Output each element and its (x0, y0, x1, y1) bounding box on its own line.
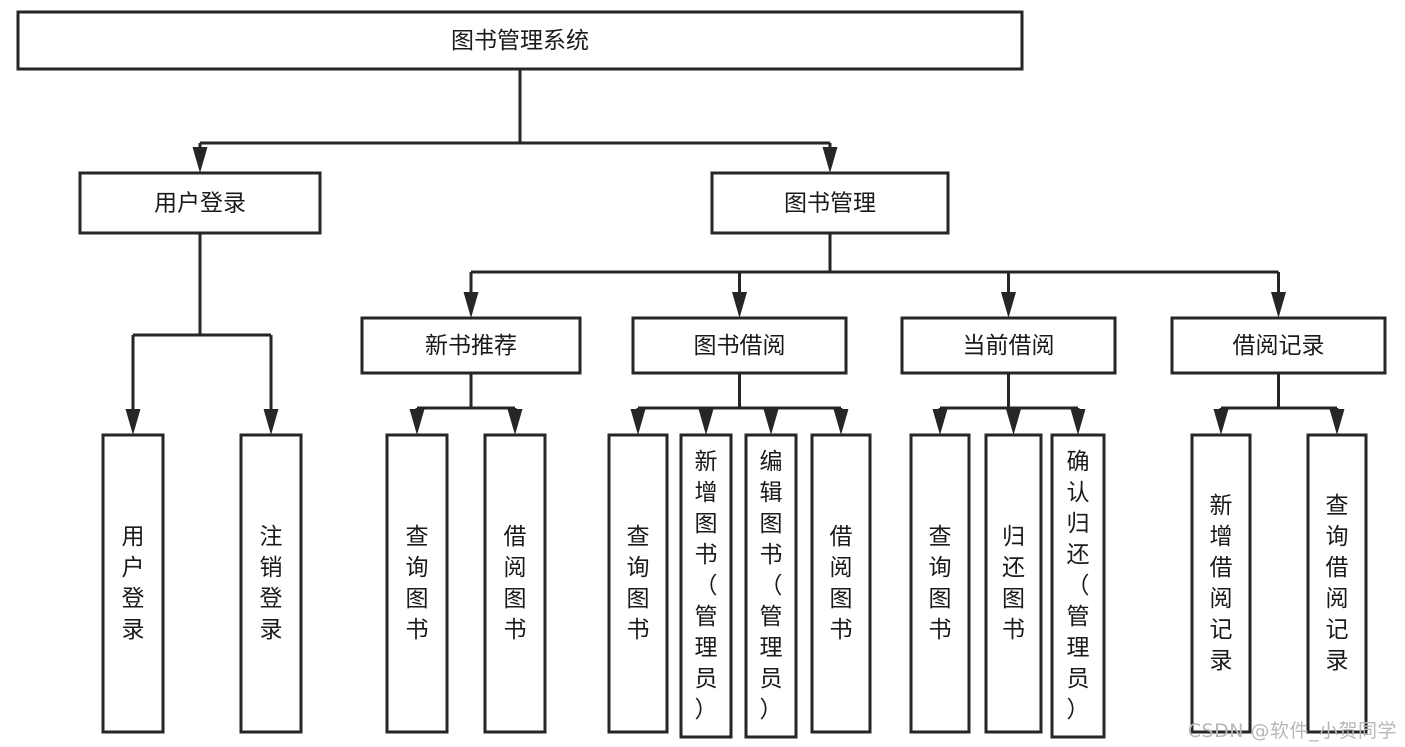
leaf-node-查询借阅记录-12-box[interactable] (1306, 433, 1368, 734)
root-node-图书管理系统-label: 图书管理系统 (451, 28, 589, 54)
level3-node-图书借阅-label: 图书借阅 (694, 333, 786, 359)
leaf-group-新书推荐-branch-0-arrowhead (409, 409, 425, 435)
leaf-node-确认归还管理员-10-label: 确认归还（管理员） (1067, 449, 1090, 723)
leaf-node-查询图书-4-box[interactable] (607, 433, 669, 734)
book-management-children-branch-1-arrowhead (732, 292, 747, 318)
leaf-group-图书借阅-branch-3-arrowhead (833, 409, 849, 435)
leaf-group-新书推荐-branch-1-arrowhead (507, 409, 523, 435)
leaf-node-借阅图书-7[interactable]: 借阅图书 (810, 433, 872, 734)
leaf-group-图书借阅-branch-0-arrowhead (630, 409, 646, 435)
leaf-node-借阅图书-3-box[interactable] (483, 433, 547, 734)
leaf-node-用户登录-0-label: 用户登录 (122, 524, 145, 643)
book-management-children-branch-3-arrowhead (1271, 292, 1286, 318)
leaf-node-新增图书管理员-5-label: 新增图书（管理员） (695, 449, 718, 723)
leaf-node-查询图书-2-label: 查询图书 (406, 524, 429, 643)
level3-node-新书推荐-box[interactable] (360, 316, 582, 375)
leaf-node-归还图书-9-label: 归还图书 (1002, 524, 1025, 643)
leaf-node-查询图书-4-label: 查询图书 (627, 524, 650, 643)
leaf-node-注销登录-1-box[interactable] (239, 433, 303, 734)
leaf-node-查询图书-8-box[interactable] (909, 433, 971, 734)
leaf-group-当前借阅-branch-0-arrowhead (932, 409, 948, 435)
leaf-node-编辑图书管理员-6-box[interactable] (744, 433, 798, 739)
leaf-node-查询图书-8[interactable]: 查询图书 (909, 433, 971, 734)
leaf-node-查询图书-2[interactable]: 查询图书 (385, 433, 449, 734)
leaf-node-注销登录-1-label: 注销登录 (260, 524, 283, 643)
level3-node-当前借阅-label: 当前借阅 (963, 333, 1055, 359)
level2-node-用户登录[interactable]: 用户登录 (78, 171, 322, 235)
leaf-node-新增借阅记录-11-box[interactable] (1190, 433, 1252, 734)
leaf-node-归还图书-9-box[interactable] (984, 433, 1043, 734)
leaf-node-查询图书-4[interactable]: 查询图书 (607, 433, 669, 734)
leaf-group-当前借阅-branch-2-arrowhead (1070, 409, 1086, 435)
root-node-图书管理系统-box[interactable] (16, 10, 1024, 71)
leaf-node-归还图书-9[interactable]: 归还图书 (984, 433, 1043, 734)
level2-node-图书管理[interactable]: 图书管理 (710, 171, 950, 235)
leaf-group-当前借阅-branch-1-arrowhead (1006, 409, 1021, 435)
leaf-node-查询借阅记录-12-label: 查询借阅记录 (1326, 493, 1349, 674)
leaf-group-借阅记录-branch-0-arrowhead (1213, 409, 1229, 435)
level3-node-借阅记录[interactable]: 借阅记录 (1170, 316, 1387, 375)
level2-node-用户登录-box[interactable] (78, 171, 322, 235)
leaf-node-查询借阅记录-12[interactable]: 查询借阅记录 (1306, 433, 1368, 734)
level3-node-图书借阅-box[interactable] (631, 316, 848, 375)
leaf-node-注销登录-1[interactable]: 注销登录 (239, 433, 303, 734)
leaf-node-确认归还管理员-10[interactable]: 确认归还（管理员） (1050, 433, 1106, 739)
leaf-group-用户登录-branch-1-arrowhead (263, 409, 279, 435)
leaf-node-借阅图书-3[interactable]: 借阅图书 (483, 433, 547, 734)
leaf-node-新增借阅记录-11[interactable]: 新增借阅记录 (1190, 433, 1252, 734)
leaf-node-编辑图书管理员-6-label: 编辑图书（管理员） (760, 449, 783, 723)
book-management-children-branch-2-arrowhead (1001, 292, 1016, 318)
level2-node-图书管理-box[interactable] (710, 171, 950, 235)
level3-node-借阅记录-label: 借阅记录 (1233, 333, 1325, 359)
root-node-图书管理系统[interactable]: 图书管理系统 (16, 10, 1024, 71)
leaf-node-新增借阅记录-11-label: 新增借阅记录 (1210, 493, 1233, 674)
level3-node-新书推荐[interactable]: 新书推荐 (360, 316, 582, 375)
leaf-group-图书借阅-branch-2-arrowhead (763, 409, 779, 435)
root-children-branch-1-arrowhead (822, 147, 838, 173)
leaf-node-新增图书管理员-5[interactable]: 新增图书（管理员） (679, 433, 733, 739)
leaf-group-借阅记录-branch-1-arrowhead (1329, 409, 1345, 435)
level3-node-当前借阅-box[interactable] (900, 316, 1117, 375)
nodes-layer: 图书管理系统用户登录图书管理新书推荐图书借阅当前借阅借阅记录用户登录注销登录查询… (16, 10, 1387, 739)
connectors-layer (125, 69, 1345, 435)
leaf-node-新增图书管理员-5-box[interactable] (679, 433, 733, 739)
leaf-group-图书借阅-branch-1-arrowhead (698, 409, 714, 435)
leaf-group-用户登录-branch-0-arrowhead (125, 409, 141, 435)
level2-node-图书管理-label: 图书管理 (784, 191, 876, 217)
level2-node-用户登录-label: 用户登录 (154, 191, 246, 217)
leaf-node-查询图书-2-box[interactable] (385, 433, 449, 734)
book-management-children-branch-0-arrowhead (463, 292, 479, 318)
leaf-node-借阅图书-3-label: 借阅图书 (504, 524, 527, 643)
leaf-node-借阅图书-7-box[interactable] (810, 433, 872, 734)
root-children-branch-0-arrowhead (192, 147, 208, 173)
leaf-node-编辑图书管理员-6[interactable]: 编辑图书（管理员） (744, 433, 798, 739)
leaf-node-用户登录-0[interactable]: 用户登录 (101, 433, 165, 734)
leaf-node-查询图书-8-label: 查询图书 (929, 524, 952, 643)
leaf-node-借阅图书-7-label: 借阅图书 (830, 524, 853, 643)
level3-node-新书推荐-label: 新书推荐 (425, 333, 517, 359)
level3-node-借阅记录-box[interactable] (1170, 316, 1387, 375)
level3-node-图书借阅[interactable]: 图书借阅 (631, 316, 848, 375)
leaf-node-用户登录-0-box[interactable] (101, 433, 165, 734)
leaf-node-确认归还管理员-10-box[interactable] (1050, 433, 1106, 739)
level3-node-当前借阅[interactable]: 当前借阅 (900, 316, 1117, 375)
